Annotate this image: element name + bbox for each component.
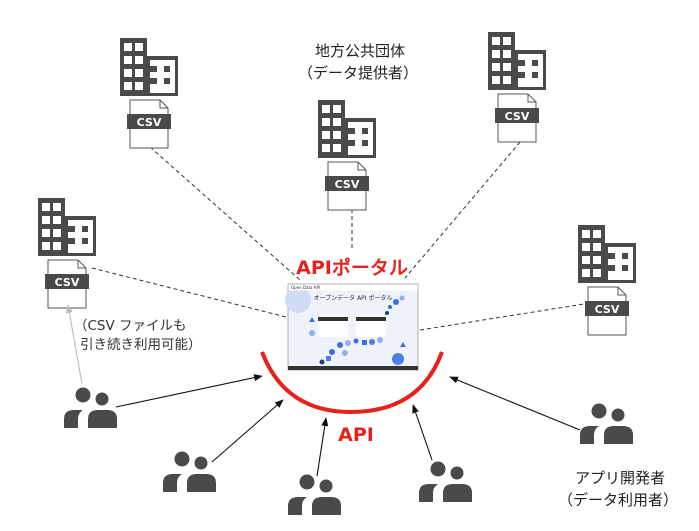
provider-label-line1: 地方公共団体	[315, 42, 405, 60]
arrow	[211, 399, 284, 463]
building-icon	[120, 38, 178, 96]
portal-label: APIポータル	[296, 256, 408, 279]
building-icon	[318, 100, 376, 158]
csv-label: CSV	[55, 276, 80, 289]
data-provider-organization: CSV	[38, 198, 96, 309]
dashed-line	[91, 267, 291, 319]
csv-note-line1: （CSV ファイルも	[74, 318, 187, 334]
people-icon	[163, 451, 216, 492]
dashed-line	[404, 141, 521, 279]
dashed-line	[419, 303, 585, 331]
data-provider-organization: CSV	[120, 38, 178, 149]
csv-file-icon: CSV	[495, 93, 539, 143]
api-arc	[260, 351, 444, 415]
provider-label-line2: （データ提供者）	[298, 64, 418, 82]
csv-note-line2: 引き続き利用可能）	[80, 337, 202, 353]
data-provider-organization: CSV	[488, 32, 546, 143]
api-request-arrows	[115, 374, 581, 477]
people-icon	[419, 461, 472, 502]
csv-file-icon: CSV	[127, 99, 171, 149]
api-label: API	[338, 424, 374, 446]
csv-file-icon: CSV	[325, 161, 369, 211]
arrow	[316, 417, 329, 477]
csv-file-icon: CSV	[45, 259, 89, 309]
developer-label-line2: （データ利用者）	[558, 491, 678, 509]
developer-label-line1: アプリ開発者	[575, 469, 665, 487]
people-icon	[288, 474, 341, 515]
arrow	[449, 376, 581, 431]
csv-access-arrow	[65, 304, 83, 385]
csv-label: CSV	[505, 110, 530, 123]
building-icon	[488, 32, 546, 90]
building-icon	[38, 198, 96, 256]
dashed-line	[149, 146, 301, 281]
arrow	[412, 404, 433, 461]
portal-headline: オープンデータ API ポータル	[314, 294, 393, 302]
csv-file-icon: CSV	[585, 286, 629, 336]
people-icon	[64, 387, 117, 428]
building-icon	[578, 225, 636, 283]
portal-brand: Open Data API	[291, 285, 320, 290]
data-provider-organization: CSV	[578, 225, 636, 336]
portal-screenshot: Open Data API オープンデータ API ポータル	[285, 283, 419, 371]
csv-label: CSV	[335, 178, 360, 191]
csv-label: CSV	[595, 303, 620, 316]
people-icon	[580, 403, 633, 444]
arrow	[115, 374, 263, 408]
csv-label: CSV	[137, 116, 162, 129]
data-provider-organization: CSV	[318, 100, 376, 211]
